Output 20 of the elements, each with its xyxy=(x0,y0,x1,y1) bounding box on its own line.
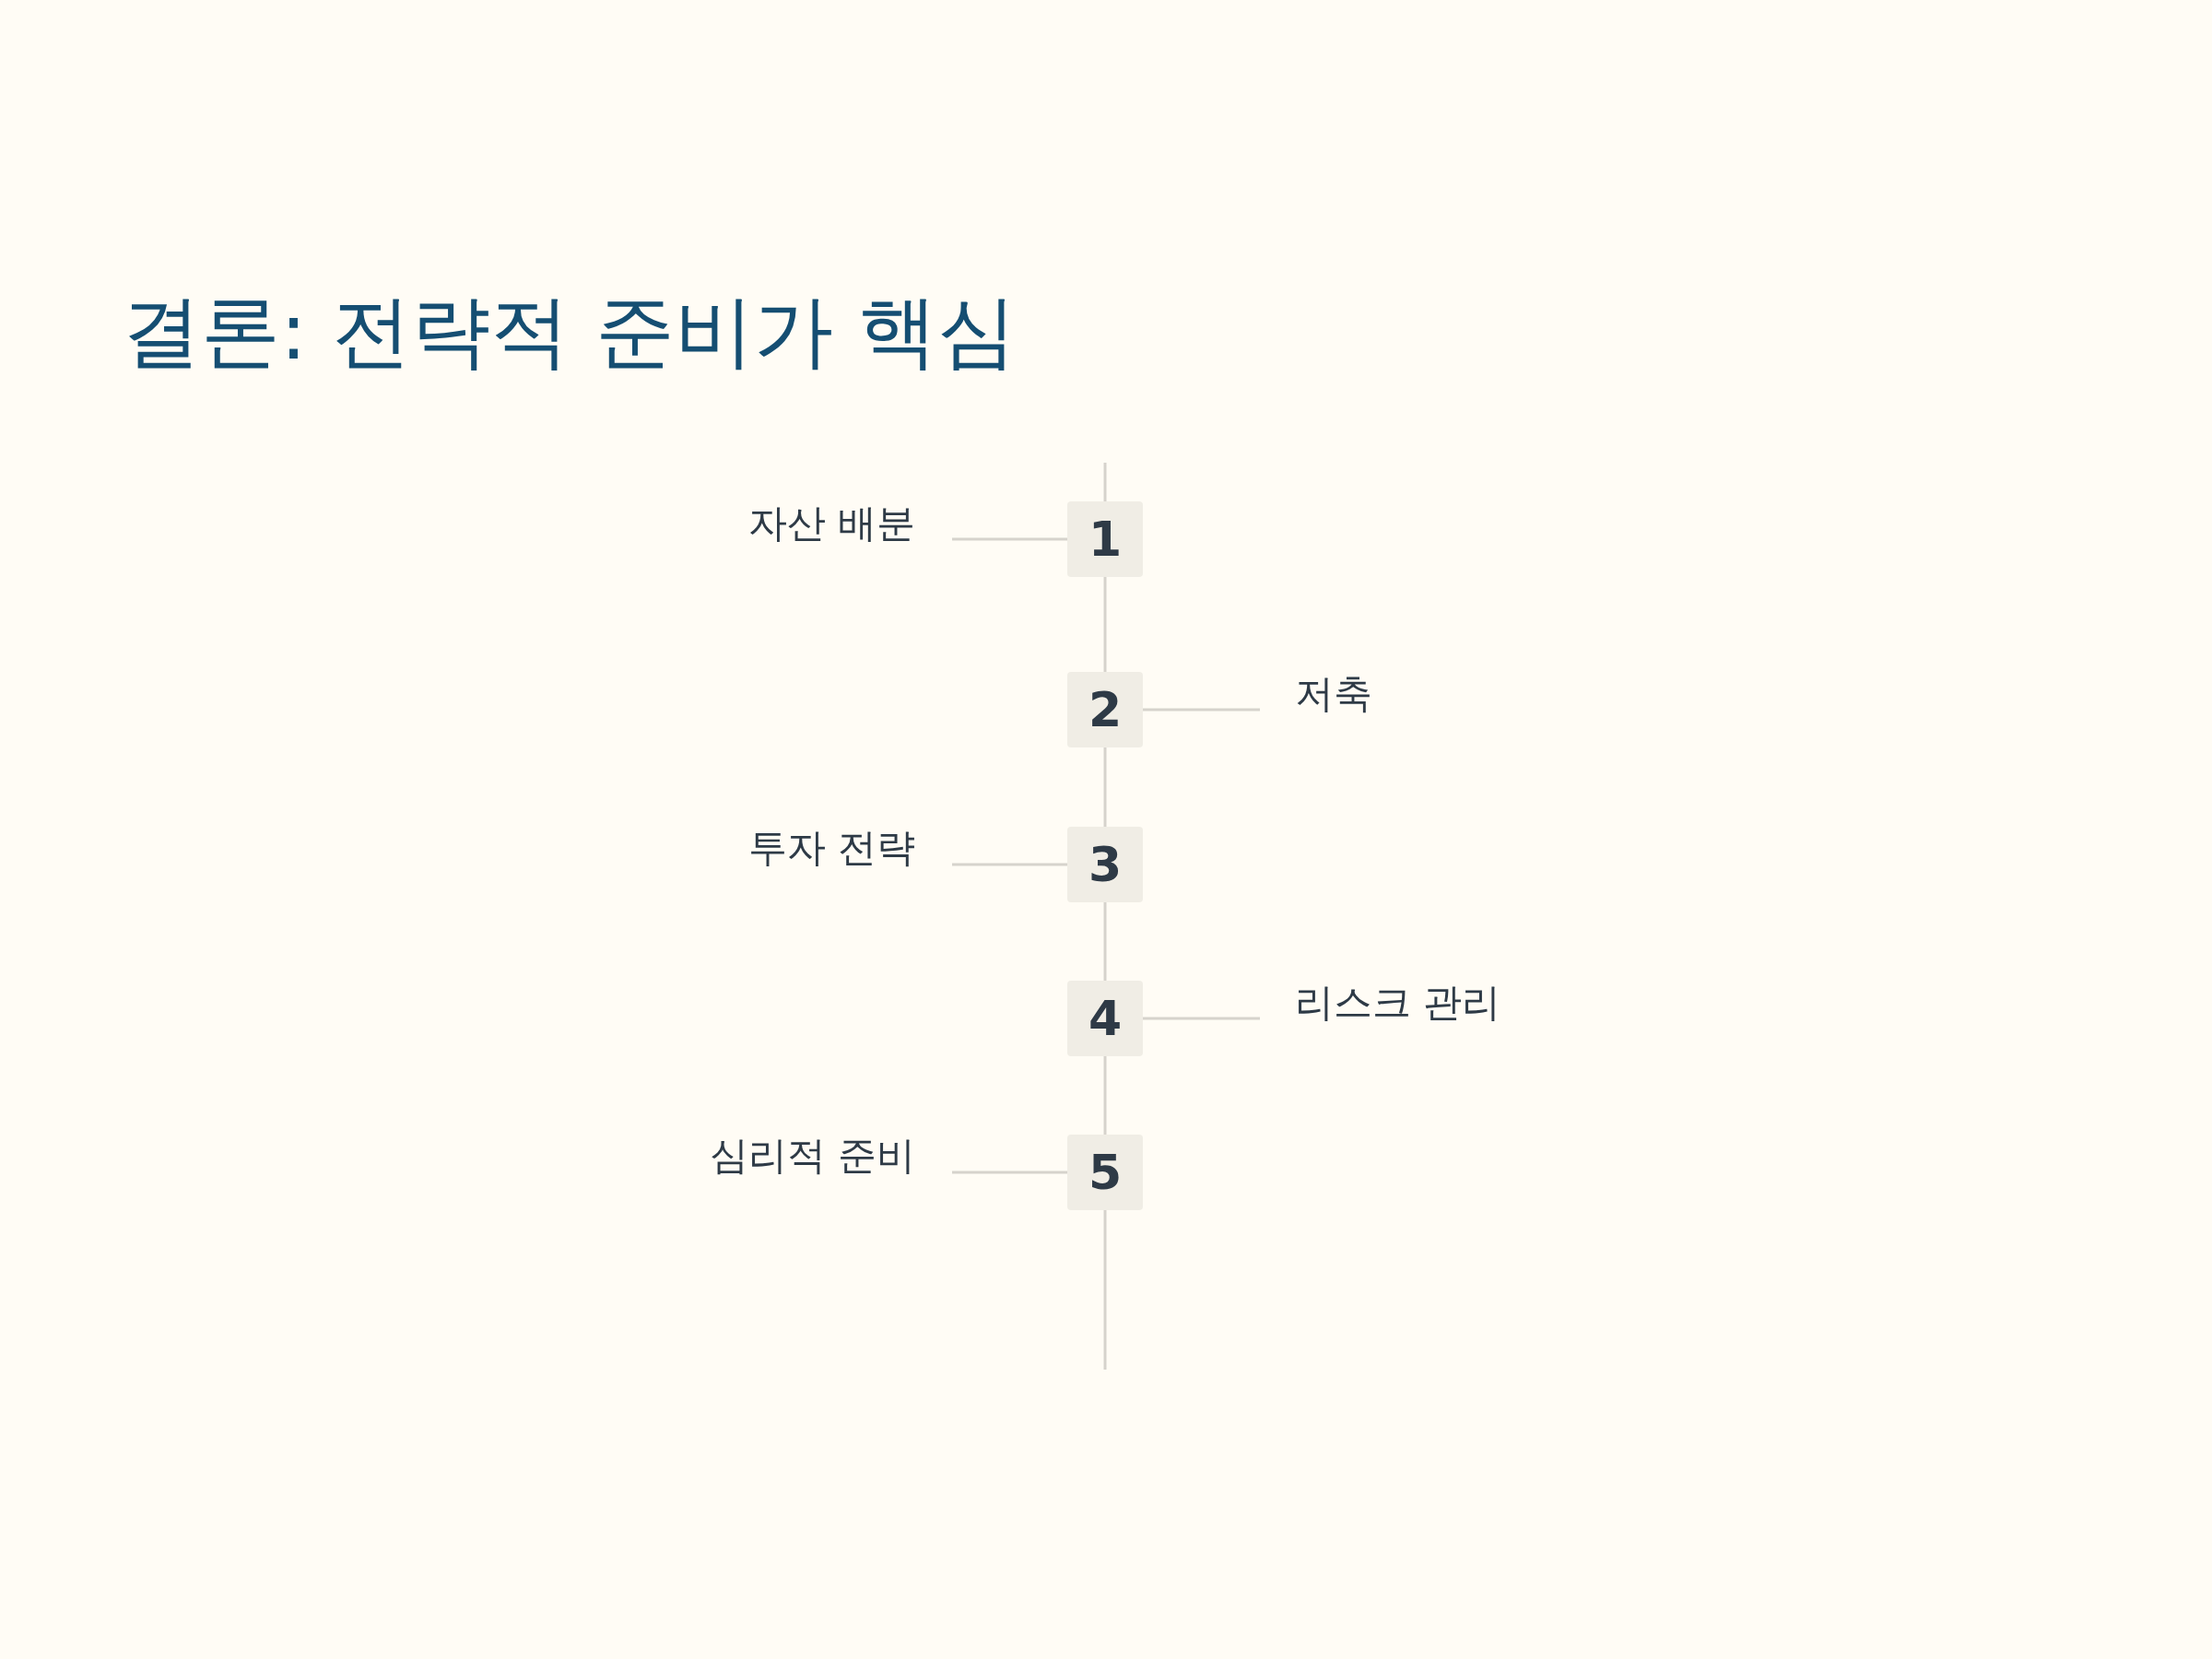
step-label: 저축 xyxy=(1295,671,1372,718)
step-number-box: 2 xyxy=(1067,672,1143,747)
timeline-line xyxy=(1103,747,1107,827)
step-number-box: 4 xyxy=(1067,981,1143,1056)
timeline-line xyxy=(1103,1056,1107,1135)
step-label: 자산 배분 xyxy=(748,500,916,547)
timeline-line xyxy=(1103,902,1107,981)
step-label: 심리적 준비 xyxy=(710,1133,916,1180)
leader-line xyxy=(1143,1017,1260,1020)
leader-line xyxy=(952,1171,1067,1174)
leader-line xyxy=(1143,708,1260,712)
title: 결론: 전략적 준비가 핵심 xyxy=(122,284,1017,379)
step-label: 리스크 관리 xyxy=(1295,980,1501,1027)
step-number-box: 3 xyxy=(1067,827,1143,902)
leader-line xyxy=(952,863,1067,866)
leader-line xyxy=(952,537,1067,541)
timeline-line xyxy=(1103,577,1107,672)
step-label: 투자 전략 xyxy=(748,825,916,872)
step-number-box: 1 xyxy=(1067,501,1143,577)
step-number-box: 5 xyxy=(1067,1135,1143,1210)
